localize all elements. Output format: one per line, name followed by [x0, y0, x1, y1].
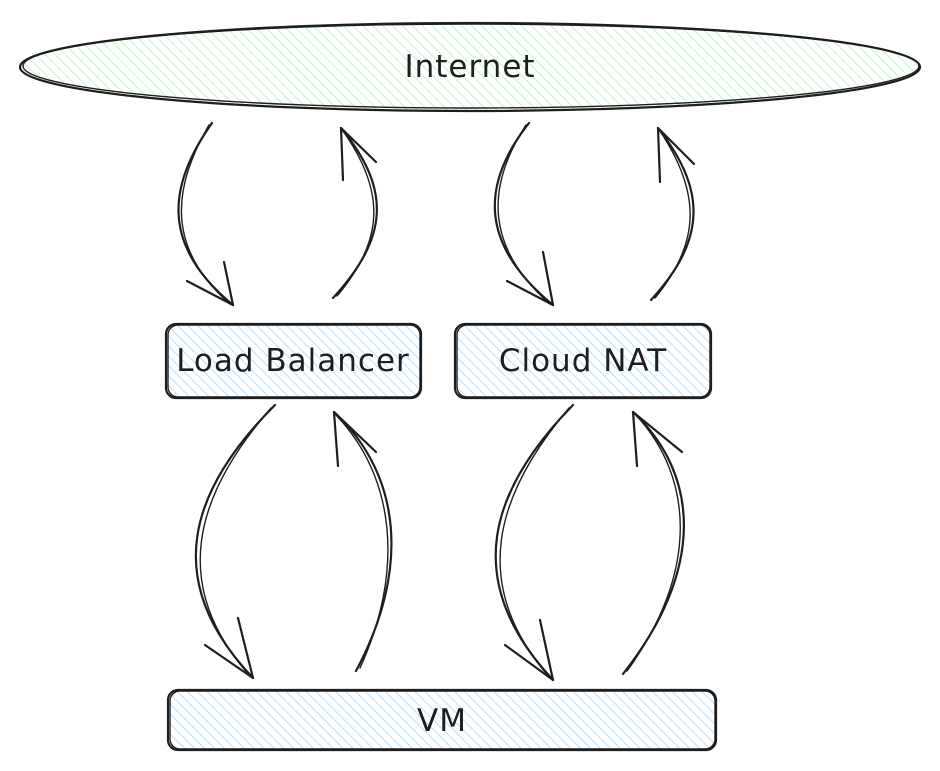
arrow-vm-to-load-balancer: [332, 410, 393, 673]
arrow-vm-to-cloud-nat: [621, 410, 685, 676]
arrow-load-balancer-to-internet: [331, 126, 378, 300]
arrow-internet-to-load-balancer: [177, 121, 235, 307]
arrow-cloud-nat-to-internet: [649, 126, 696, 302]
load-balancer-node: Load Balancer: [164, 322, 423, 400]
arrow-cloud-nat-to-vm: [494, 403, 575, 682]
internet-label: Internet: [404, 49, 535, 85]
vm-node: VM: [166, 688, 718, 752]
arrow-internet-to-cloud-nat: [493, 121, 555, 307]
cloud-nat-label: Cloud NAT: [499, 343, 667, 379]
vm-label: VM: [417, 703, 467, 739]
cloud-nat-node: Cloud NAT: [453, 322, 713, 400]
load-balancer-label: Load Balancer: [176, 343, 410, 379]
internet-node: Internet: [18, 21, 922, 113]
arrow-load-balancer-to-vm: [194, 403, 277, 680]
